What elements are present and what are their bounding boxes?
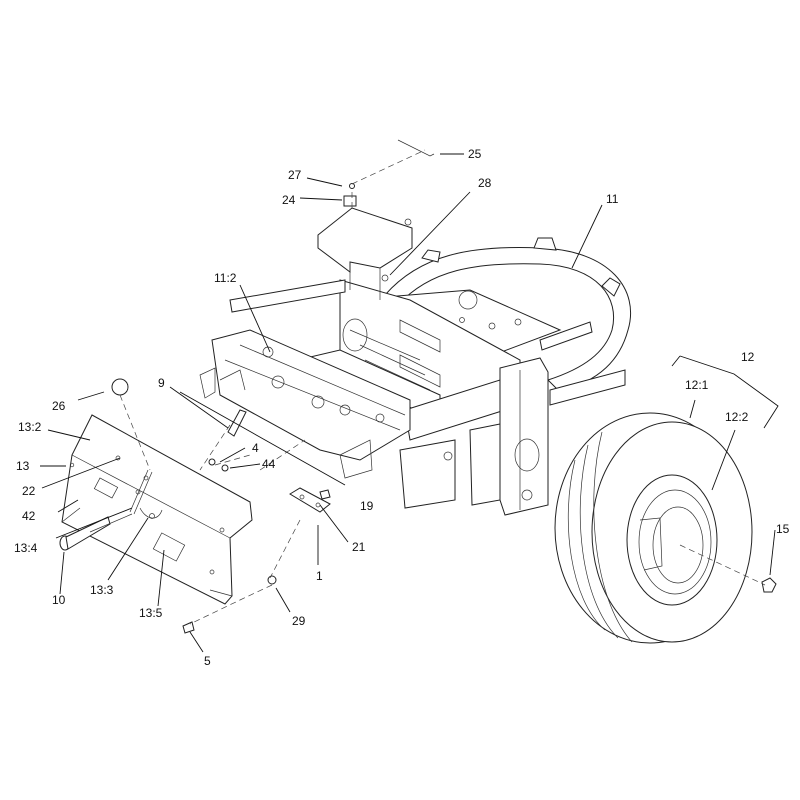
- callout-26: 26: [52, 399, 66, 413]
- callout-21: 21: [352, 540, 366, 554]
- callout-28: 28: [478, 176, 492, 190]
- callout-12-2: 12:2: [725, 410, 749, 424]
- callout-12: 12: [741, 350, 755, 364]
- callout-42: 42: [22, 509, 36, 523]
- callout-9: 9: [158, 376, 165, 390]
- front-panel: [61, 414, 253, 605]
- callout-24: 24: [282, 193, 296, 207]
- rear-wheel: [554, 412, 753, 644]
- wheel-nut: [761, 577, 777, 593]
- callout-27: 27: [288, 168, 302, 182]
- callout-1: 1: [316, 569, 323, 583]
- front-crossbar: [199, 329, 411, 479]
- callout-13: 13: [16, 459, 30, 473]
- rim: [626, 474, 718, 606]
- callout-22: 22: [22, 484, 36, 498]
- top-bracket: [317, 207, 413, 300]
- callout-11: 11: [606, 192, 619, 206]
- lever: [227, 409, 247, 437]
- leader-lines: [40, 153, 779, 653]
- callout-10: 10: [52, 593, 66, 607]
- ball-knob: [111, 378, 129, 396]
- callout-29: 29: [292, 614, 306, 628]
- callout-13-5: 13:5: [139, 606, 163, 620]
- callout-11-2: 11:2: [214, 271, 237, 285]
- callout-4: 4: [252, 441, 259, 455]
- small-parts: [59, 139, 777, 634]
- callout-15: 15: [776, 522, 790, 536]
- callout-13-3: 13:3: [90, 583, 114, 597]
- callout-12-1: 12:1: [685, 378, 709, 392]
- assembly-lines: [119, 149, 766, 625]
- callout-labels: 25 27 28 24 11 11:2 12 9 12:1 26 12:2 13…: [14, 147, 790, 668]
- callout-13-2: 13:2: [18, 420, 42, 434]
- callout-5: 5: [204, 654, 211, 668]
- callout-13-4: 13:4: [14, 541, 38, 555]
- callout-44: 44: [262, 457, 276, 471]
- callout-19: 19: [360, 499, 374, 513]
- callout-25: 25: [468, 147, 482, 161]
